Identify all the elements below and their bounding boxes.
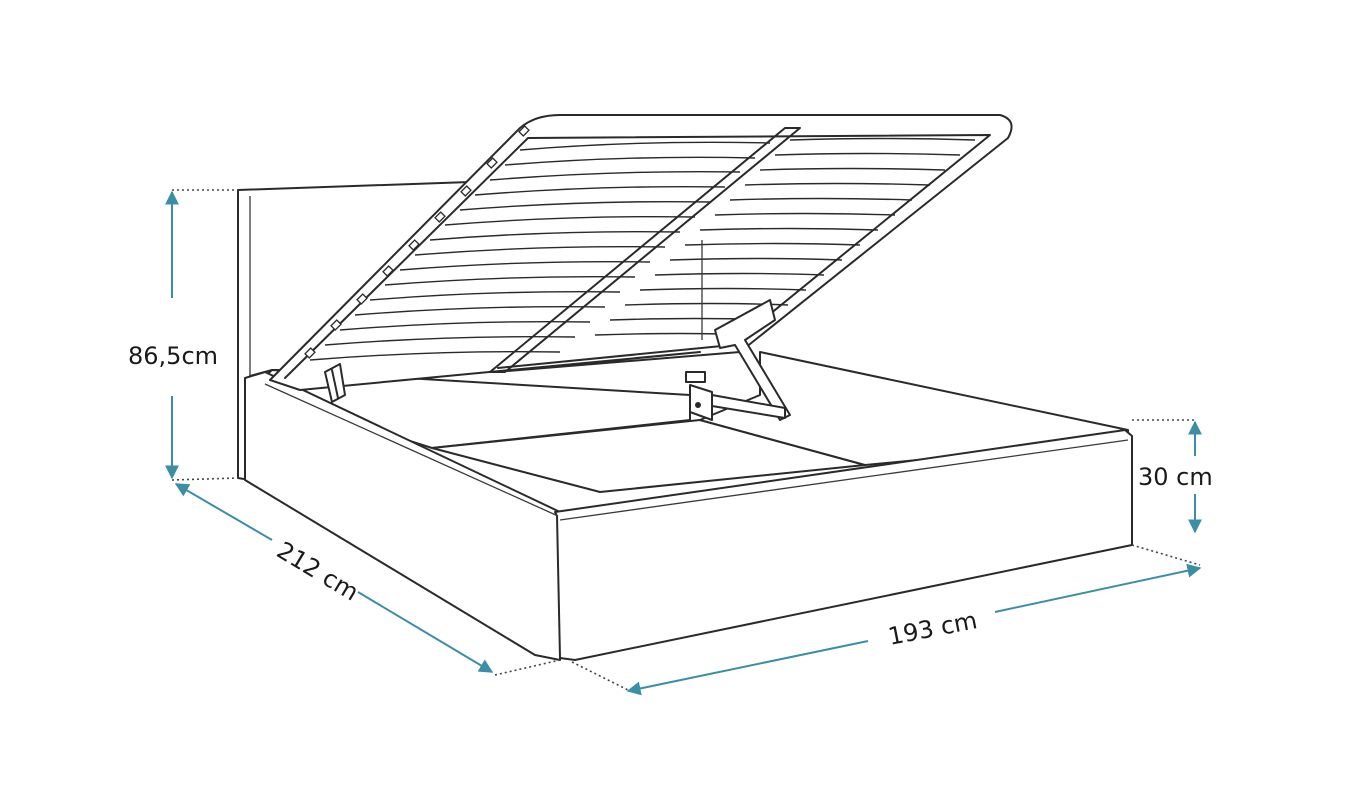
left-panel-top-edge xyxy=(264,383,559,517)
frame-right-rail xyxy=(699,351,1129,466)
slats-left xyxy=(309,141,771,361)
slatted-base xyxy=(269,114,1013,391)
label-width: 193 cm xyxy=(886,606,980,651)
dimension-height-total: 86,5cm xyxy=(128,190,218,480)
label-height-frame: 30 cm xyxy=(1138,463,1213,491)
slat-frame-inner xyxy=(284,134,991,379)
foot-panel-top-edge xyxy=(559,439,1129,521)
dimension-height-frame: 30 cm xyxy=(1138,420,1213,534)
slats-right xyxy=(594,137,976,336)
frame-foot-panel xyxy=(554,429,1133,661)
label-height-total: 86,5cm xyxy=(128,342,218,370)
slat-holders-left xyxy=(304,125,530,359)
label-length: 212 cm xyxy=(272,536,364,606)
gas-lift-left xyxy=(324,363,346,403)
slat-center-beam xyxy=(489,127,801,373)
extension-lines xyxy=(171,189,1201,691)
bed-frame xyxy=(244,351,1133,661)
gas-lift-right xyxy=(685,240,791,421)
